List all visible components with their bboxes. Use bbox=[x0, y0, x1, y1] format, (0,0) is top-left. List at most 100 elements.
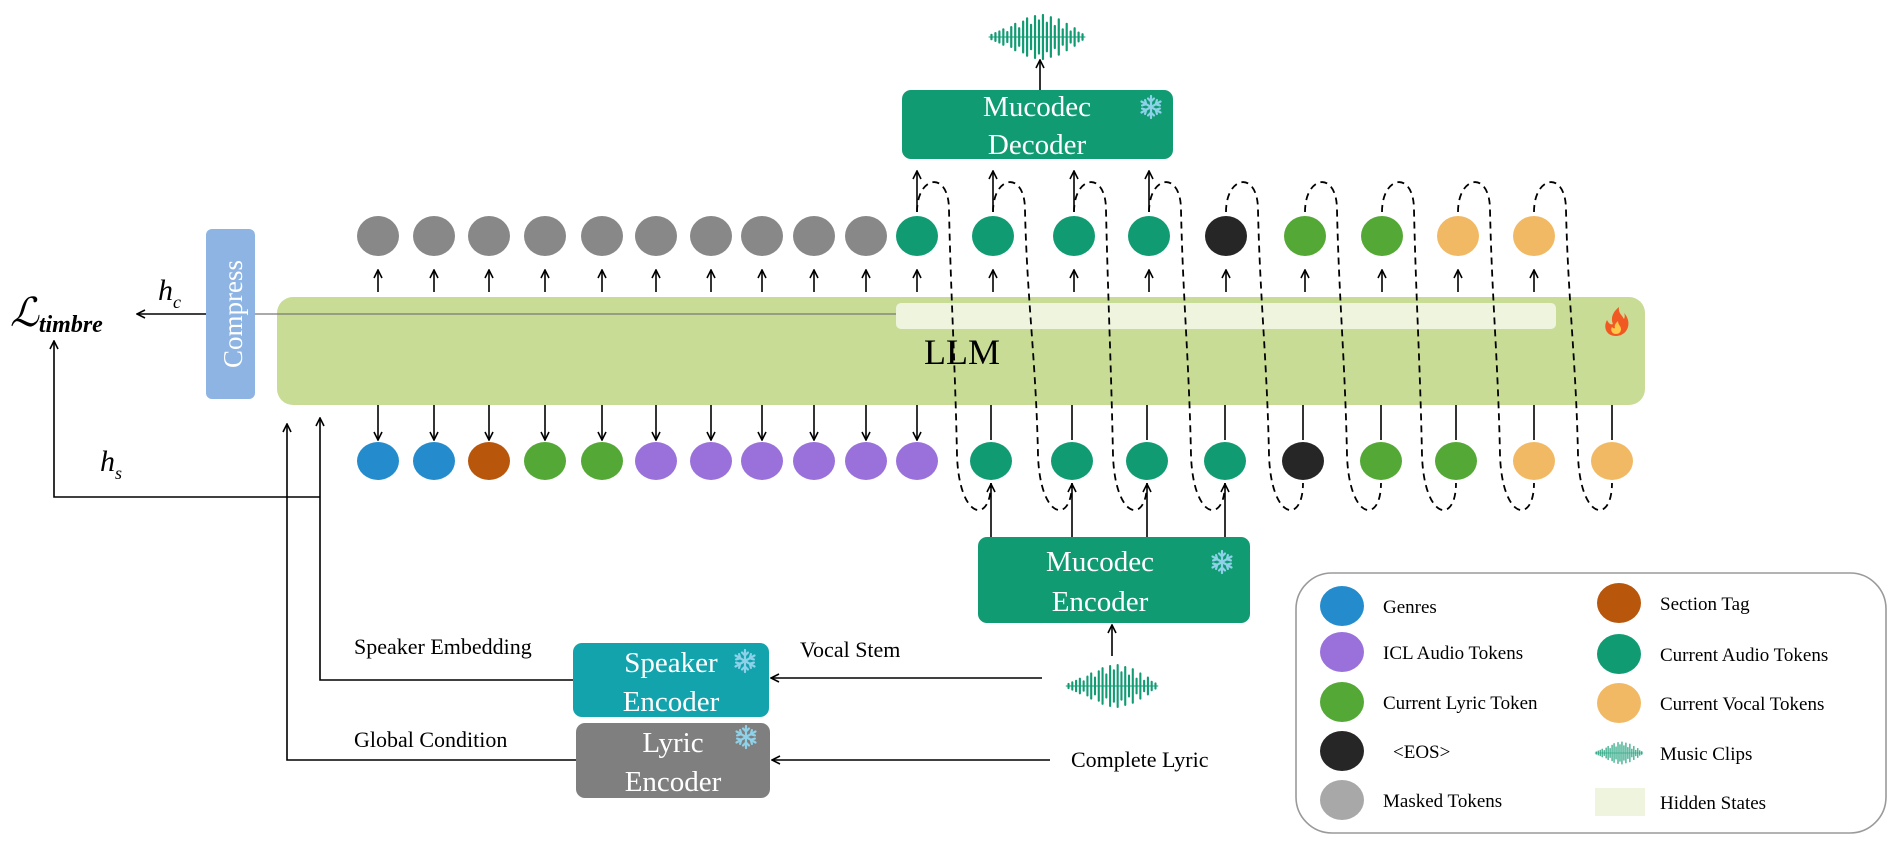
input-token-section bbox=[468, 442, 510, 480]
output-token-audio bbox=[1053, 216, 1095, 256]
legend-swatch-genres bbox=[1320, 586, 1364, 626]
autoregressive-loop bbox=[1457, 181, 1535, 511]
legend-label: Section Tag bbox=[1660, 594, 1750, 615]
vocal-stem-label: Vocal Stem bbox=[800, 637, 900, 662]
mucodec-decoder-line1: Mucodec bbox=[983, 91, 1091, 123]
global-condition-path bbox=[287, 424, 576, 761]
autoregressive-loop bbox=[1381, 181, 1457, 511]
compress-block bbox=[206, 229, 255, 399]
mucodec-encoder-line2: Encoder bbox=[1052, 586, 1149, 618]
autoregressive-loop bbox=[916, 181, 992, 511]
autoregressive-loop bbox=[1304, 181, 1382, 511]
input-token-icl bbox=[896, 442, 938, 480]
output-token-audio bbox=[896, 216, 938, 256]
legend-swatch-audio bbox=[1597, 634, 1641, 674]
mucodec-decoder-block bbox=[902, 90, 1173, 159]
legend-label: <EOS> bbox=[1393, 742, 1450, 763]
output-token-masked bbox=[524, 216, 566, 256]
legend-box bbox=[1295, 572, 1887, 834]
input-token-lyric-token bbox=[581, 442, 623, 480]
output-token-masked bbox=[413, 216, 455, 256]
input-token-audio bbox=[970, 442, 1012, 480]
input-token-icl bbox=[741, 442, 783, 480]
input-token-genres bbox=[413, 442, 455, 480]
lyric-encoder-line1: Lyric bbox=[642, 727, 703, 759]
output-token-eos bbox=[1205, 216, 1247, 256]
arrows-layer bbox=[378, 171, 1613, 537]
input-token-audio bbox=[1126, 442, 1168, 480]
waveform-icon bbox=[988, 13, 1086, 61]
hs-to-loss-arrow bbox=[54, 341, 320, 498]
lyric-encoder-line2: Encoder bbox=[625, 766, 722, 798]
loss-label: ℒtimbre bbox=[10, 290, 103, 338]
legend-label: Masked Tokens bbox=[1383, 791, 1502, 812]
compress-label: Compress bbox=[218, 260, 248, 368]
llm-label: LLM bbox=[924, 332, 1000, 372]
autoregressive-loop bbox=[1073, 181, 1148, 511]
mucodec-decoder-line2: Decoder bbox=[988, 129, 1087, 161]
autoregressive-loop bbox=[1148, 181, 1226, 511]
autoregressive-loop bbox=[1533, 181, 1613, 511]
hs-label: hs bbox=[100, 445, 122, 483]
global-condition-label: Global Condition bbox=[354, 727, 507, 752]
input-token-icl bbox=[635, 442, 677, 480]
legend-swatch-icl bbox=[1320, 632, 1364, 672]
input-token-icl bbox=[793, 442, 835, 480]
lyric-encoder-block bbox=[576, 723, 770, 798]
input-token-lyric-token bbox=[1360, 442, 1402, 480]
output-token-masked bbox=[357, 216, 399, 256]
output-token-masked bbox=[690, 216, 732, 256]
legend-swatch-eos bbox=[1320, 731, 1364, 771]
fire-icon bbox=[1605, 307, 1629, 336]
legend-label: Current Vocal Tokens bbox=[1660, 694, 1824, 715]
legend-label: Music Clips bbox=[1660, 744, 1752, 765]
mucodec-encoder-line1: Mucodec bbox=[1046, 546, 1154, 578]
output-token-masked bbox=[741, 216, 783, 256]
complete-lyric-label: Complete Lyric bbox=[1071, 747, 1209, 772]
legend-swatch-vocal bbox=[1597, 683, 1641, 723]
legend-swatch-hidden bbox=[1595, 788, 1645, 816]
input-token-genres bbox=[357, 442, 399, 480]
legend-swatch-masked-legend bbox=[1320, 780, 1364, 820]
output-token-masked bbox=[845, 216, 887, 256]
input-token-audio bbox=[1204, 442, 1246, 480]
waveform-icon bbox=[1065, 663, 1159, 709]
output-token-audio bbox=[1128, 216, 1170, 256]
legend-label: Genres bbox=[1383, 597, 1437, 618]
input-token-audio bbox=[1051, 442, 1093, 480]
autoregressive-loop bbox=[992, 181, 1073, 511]
tokens-layer bbox=[357, 216, 1633, 480]
output-token-vocal bbox=[1437, 216, 1479, 256]
legend-label: Hidden States bbox=[1660, 793, 1766, 814]
output-token-masked bbox=[635, 216, 677, 256]
speaker-encoder-block bbox=[573, 643, 769, 717]
input-token-vocal bbox=[1591, 442, 1633, 480]
input-token-icl bbox=[690, 442, 732, 480]
input-token-lyric-token bbox=[524, 442, 566, 480]
legend-swatch-section bbox=[1597, 583, 1641, 623]
output-token-lyric-token bbox=[1361, 216, 1403, 256]
mucodec-encoder-block bbox=[978, 537, 1250, 623]
speaker-embedding-path bbox=[320, 418, 573, 681]
input-token-lyric-token bbox=[1435, 442, 1477, 480]
output-token-audio bbox=[972, 216, 1014, 256]
hidden-states-bar bbox=[896, 303, 1556, 329]
waves-layer bbox=[988, 13, 1644, 765]
output-token-masked bbox=[793, 216, 835, 256]
input-token-eos bbox=[1282, 442, 1324, 480]
legend-label: Current Audio Tokens bbox=[1660, 645, 1828, 666]
output-token-lyric-token bbox=[1284, 216, 1326, 256]
input-token-icl bbox=[845, 442, 887, 480]
legend-label: Current Lyric Token bbox=[1383, 693, 1538, 714]
legend-label: ICL Audio Tokens bbox=[1383, 643, 1523, 664]
speaker-embedding-label: Speaker Embedding bbox=[354, 634, 532, 659]
output-token-masked bbox=[581, 216, 623, 256]
output-token-vocal bbox=[1513, 216, 1555, 256]
input-token-vocal bbox=[1513, 442, 1555, 480]
speaker-encoder-line1: Speaker bbox=[624, 647, 718, 679]
legend-swatch-lyric-token bbox=[1320, 682, 1364, 722]
legend-waveform-icon bbox=[1594, 741, 1644, 765]
speaker-encoder-line2: Encoder bbox=[623, 686, 720, 718]
